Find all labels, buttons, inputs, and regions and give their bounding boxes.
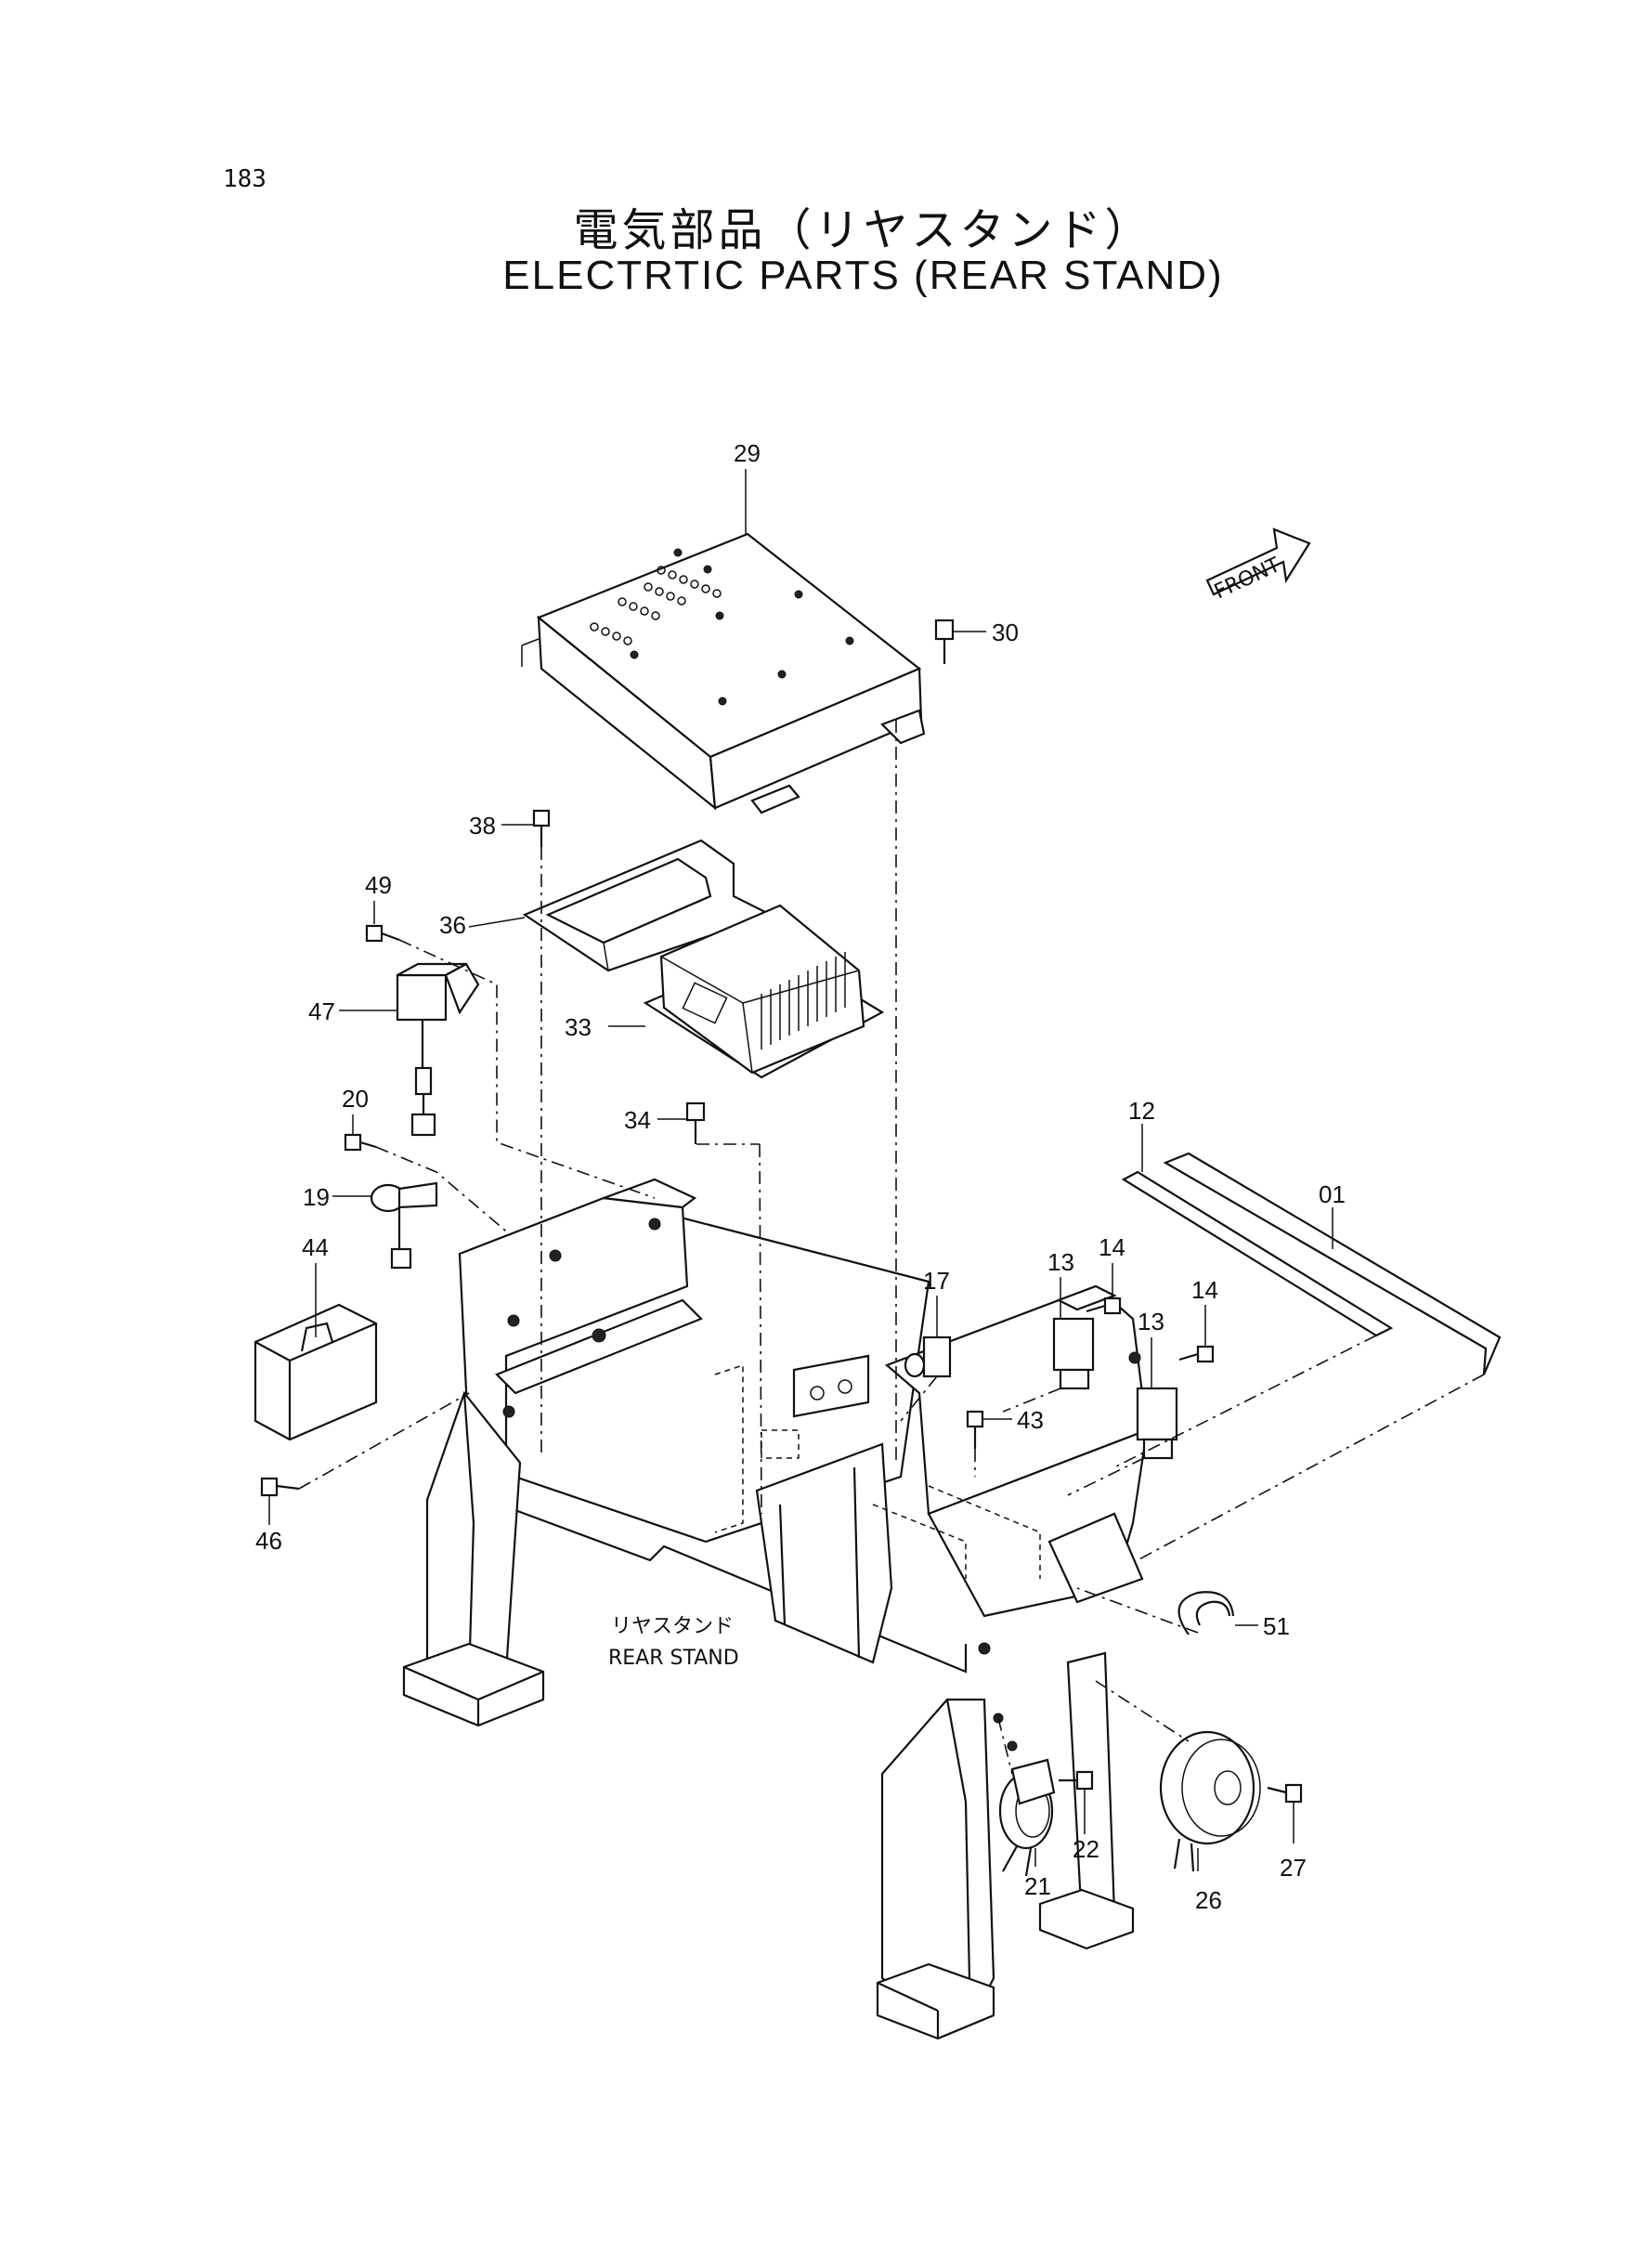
rear-stand-label-en: REAR STAND (608, 1647, 739, 1670)
callout-44: 44 (302, 1233, 329, 1261)
strip-01 (1163, 1152, 1502, 1375)
screw-43 (966, 1410, 1012, 1449)
relay-13a (1052, 1277, 1095, 1390)
connector-17 (904, 1296, 952, 1378)
strip-12 (1121, 1124, 1394, 1337)
rear-stand-label-jp: リヤスタンド (611, 1615, 734, 1638)
bolt-20 (344, 1133, 377, 1152)
callout-49: 49 (365, 871, 392, 899)
callout-20: 20 (342, 1085, 369, 1113)
screw-14a (1086, 1263, 1122, 1315)
screw-14b (1178, 1305, 1215, 1363)
callout-21: 21 (1024, 1872, 1051, 1900)
callout-43: 43 (1017, 1406, 1044, 1434)
callout-34: 34 (624, 1106, 651, 1134)
callout-14-a: 14 (1099, 1233, 1125, 1261)
callout-01: 01 (1319, 1180, 1346, 1208)
controller-box-29 (521, 532, 926, 814)
relay-47 (339, 962, 480, 1137)
front-arrow-icon (1205, 528, 1311, 596)
relay-13b (1136, 1337, 1178, 1460)
horn-26 (1159, 1730, 1261, 1872)
callout-51: 51 (1263, 1612, 1290, 1640)
screw-22 (1059, 1770, 1094, 1834)
title-japanese: 電気部品（リヤスタンド） (573, 204, 1153, 256)
rear-stand-frame (402, 1178, 1149, 2040)
buzzer-21 (998, 1758, 1056, 1877)
bolt-49 (365, 924, 400, 943)
screw-27 (1267, 1783, 1303, 1844)
callout-29: 29 (734, 439, 761, 467)
callout-46: 46 (255, 1527, 282, 1555)
callout-26: 26 (1195, 1886, 1222, 1914)
callout-14-b: 14 (1191, 1276, 1218, 1304)
callout-12: 12 (1128, 1097, 1155, 1125)
cover-36 (522, 839, 774, 972)
callout-36: 36 (439, 911, 466, 939)
callout-labels: 29 30 38 36 33 34 49 47 20 19 44 46 12 0… (255, 439, 1346, 1914)
screw-38 (501, 809, 551, 847)
alignment-lines (298, 720, 1485, 1775)
callout-22: 22 (1073, 1835, 1099, 1863)
callout-30: 30 (992, 619, 1019, 646)
callout-38: 38 (469, 812, 496, 840)
module-33 (608, 904, 885, 1079)
callout-13-b: 13 (1138, 1308, 1164, 1335)
callout-47: 47 (308, 997, 335, 1025)
bolt-46 (260, 1477, 300, 1497)
page-number: 183 (223, 165, 267, 193)
clamp-51 (1177, 1591, 1258, 1635)
screw-34 (657, 1101, 706, 1144)
sensor-19 (332, 1181, 438, 1270)
callout-19: 19 (303, 1183, 330, 1211)
callout-27: 27 (1280, 1854, 1307, 1882)
box-44 (254, 1263, 378, 1441)
title-english: ELECTRTIC PARTS (REAR STAND) (502, 253, 1224, 298)
callout-17: 17 (923, 1267, 950, 1295)
bolt-30 (934, 619, 986, 664)
callout-13-a: 13 (1047, 1248, 1074, 1276)
callout-33: 33 (565, 1013, 592, 1041)
